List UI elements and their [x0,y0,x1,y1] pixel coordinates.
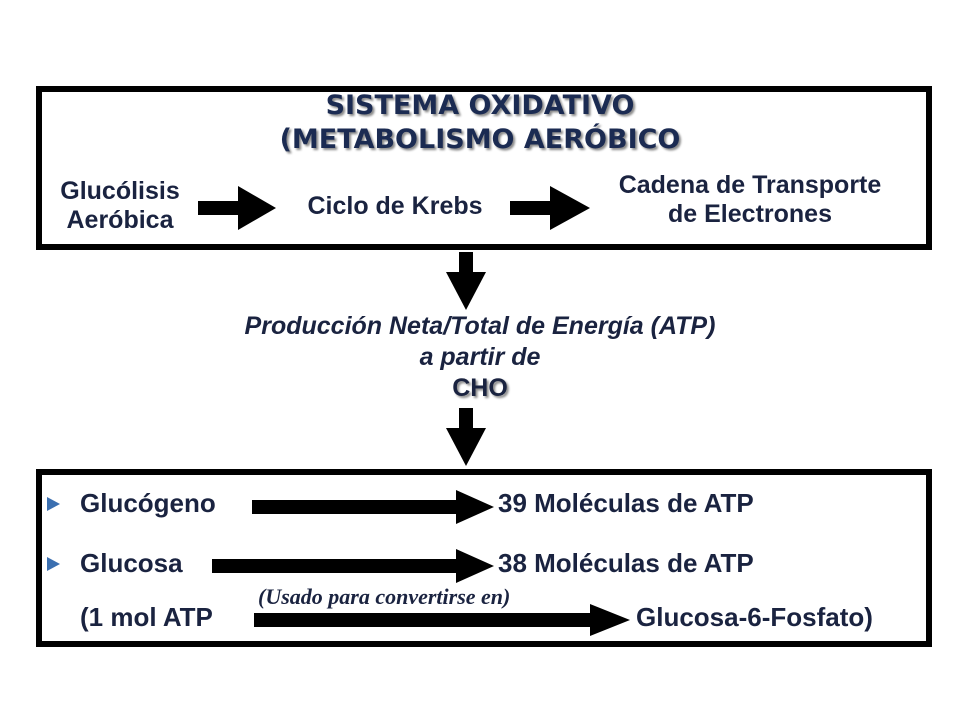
arrow-right-icon [198,186,276,230]
arrow-right-icon [510,186,590,230]
arrow-down-icon [446,252,486,310]
row1-to: 39 Moléculas de ATP [498,488,754,518]
triangle-bullet-icon [47,557,60,571]
row3-to: Glucosa-6-Fosfato) [636,602,873,632]
step-etc-line-1: Cadena de Transporte [618,171,882,199]
row2-from: Glucosa [80,548,183,578]
arrow-right-icon [252,490,494,524]
arrow-right-icon [254,604,630,636]
title-line-2: (METABOLISMO AERÓBICO [279,124,681,155]
production-source: CHO [452,374,508,402]
step-electron-transport: Cadena de Transporte de Electrones [570,171,930,229]
step-etc-line-2: de Electrones [668,200,832,228]
step-glycolysis: Glucólisis Aeróbica [40,177,200,235]
production-line-1: Producción Neta/Total de Energía (ATP) [244,312,716,340]
row3-from: (1 mol ATP [80,602,213,632]
oxidative-system-box [36,86,932,250]
production-line-2: a partir de [419,343,541,371]
arrow-right-icon [212,549,494,583]
row1-from: Glucógeno [80,488,216,518]
row3-note: (Usado para convertirse en) [258,584,511,609]
step-krebs: Ciclo de Krebs [307,192,483,220]
step-glycolysis-line-2: Aeróbica [66,206,174,234]
row2-to: 38 Moléculas de ATP [498,548,754,578]
arrow-down-icon [446,408,486,466]
triangle-bullet-icon [47,497,60,511]
title-line-1: SISTEMA OXIDATIVO [325,90,635,121]
step-glycolysis-line-1: Glucólisis [60,177,180,205]
